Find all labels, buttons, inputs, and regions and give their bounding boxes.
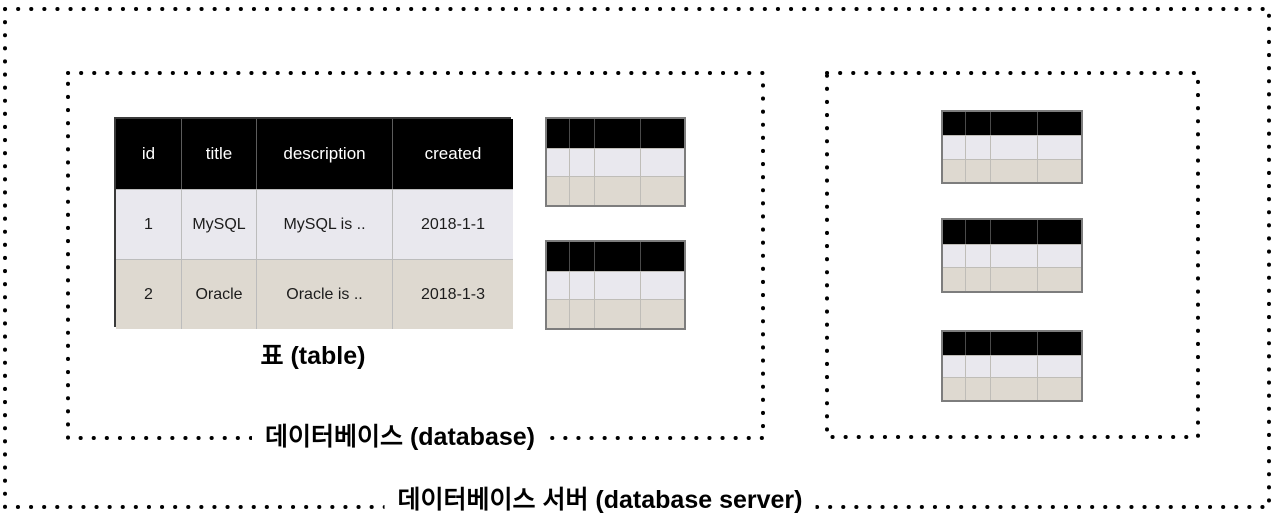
database-box	[66, 71, 765, 440]
database-server-label: 데이터베이스 서버 (database server)	[384, 485, 816, 515]
mini-cell	[594, 270, 642, 300]
mini-cell	[569, 147, 595, 177]
mini-header-cell	[991, 332, 1038, 355]
table-caption: 표 (table)	[260, 342, 366, 370]
mini-cell	[991, 135, 1038, 159]
mini-header-cell	[965, 112, 992, 136]
mini-cell	[547, 176, 570, 205]
table-cell: 1	[116, 189, 182, 259]
header-cell: description	[257, 119, 393, 189]
mini-cell	[569, 176, 595, 205]
mini-header-cell	[1037, 112, 1081, 136]
mini-cell	[547, 299, 570, 328]
mini-header-cell	[965, 220, 992, 244]
mini-header-cell	[1037, 332, 1081, 355]
mini-cell	[1037, 243, 1081, 268]
mini-cell	[991, 354, 1038, 378]
mini-cell	[943, 377, 966, 400]
table-cell: Oracle is ..	[257, 259, 393, 329]
mini-cell	[1037, 267, 1081, 291]
table-cell: 2	[116, 259, 182, 329]
mini-cell	[943, 267, 966, 291]
mini-cell	[965, 158, 992, 182]
mini-cell	[991, 158, 1038, 182]
mini-header-cell	[594, 119, 642, 148]
table-thumbnail	[941, 330, 1083, 402]
mini-cell	[1037, 135, 1081, 159]
header-cell: title	[182, 119, 257, 189]
mini-header-cell	[943, 112, 966, 136]
mini-cell	[991, 243, 1038, 268]
mini-cell	[569, 270, 595, 300]
mini-cell	[943, 158, 966, 182]
database-border	[66, 71, 765, 440]
header-cell: created	[393, 119, 513, 189]
mini-header-cell	[991, 112, 1038, 136]
mini-cell	[965, 135, 992, 159]
mini-cell	[594, 147, 642, 177]
mini-header-cell	[1037, 220, 1081, 244]
table-cell: 2018-1-3	[393, 259, 513, 329]
table-thumbnail	[545, 240, 686, 330]
database-server-box	[3, 7, 1271, 509]
mini-cell	[547, 270, 570, 300]
table-cell: MySQL is ..	[257, 189, 393, 259]
mini-header-cell	[943, 220, 966, 244]
header-cell: id	[116, 119, 182, 189]
right-database-box	[825, 71, 1200, 439]
mini-header-cell	[547, 242, 570, 271]
table-cell: MySQL	[182, 189, 257, 259]
mini-cell	[641, 176, 684, 205]
mini-cell	[991, 267, 1038, 291]
mini-header-cell	[641, 242, 684, 271]
mini-cell	[1037, 377, 1081, 400]
mini-header-cell	[965, 332, 992, 355]
mini-header-cell	[547, 119, 570, 148]
table-thumbnail	[545, 117, 686, 207]
mini-cell	[943, 135, 966, 159]
mini-header-cell	[569, 119, 595, 148]
mini-cell	[641, 270, 684, 300]
mini-cell	[965, 377, 992, 400]
table-cell: 2018-1-1	[393, 189, 513, 259]
mini-cell	[594, 299, 642, 328]
mini-header-cell	[569, 242, 595, 271]
database-label: 데이터베이스 (database)	[252, 422, 548, 452]
right-database-border	[825, 71, 1200, 439]
mini-cell	[943, 243, 966, 268]
table-thumbnail	[941, 218, 1083, 293]
mini-cell	[1037, 354, 1081, 378]
mini-cell	[965, 354, 992, 378]
mini-cell	[991, 377, 1038, 400]
mini-header-cell	[641, 119, 684, 148]
mini-cell	[943, 354, 966, 378]
mini-cell	[547, 147, 570, 177]
mini-cell	[641, 299, 684, 328]
mini-cell	[641, 147, 684, 177]
mini-cell	[965, 267, 992, 291]
mini-cell	[569, 299, 595, 328]
mini-header-cell	[594, 242, 642, 271]
mini-cell	[1037, 158, 1081, 182]
table-thumbnail	[941, 110, 1083, 184]
mini-cell	[965, 243, 992, 268]
mini-header-cell	[991, 220, 1038, 244]
mini-cell	[594, 176, 642, 205]
database-server-border	[3, 7, 1271, 509]
mini-header-cell	[943, 332, 966, 355]
table-cell: Oracle	[182, 259, 257, 329]
